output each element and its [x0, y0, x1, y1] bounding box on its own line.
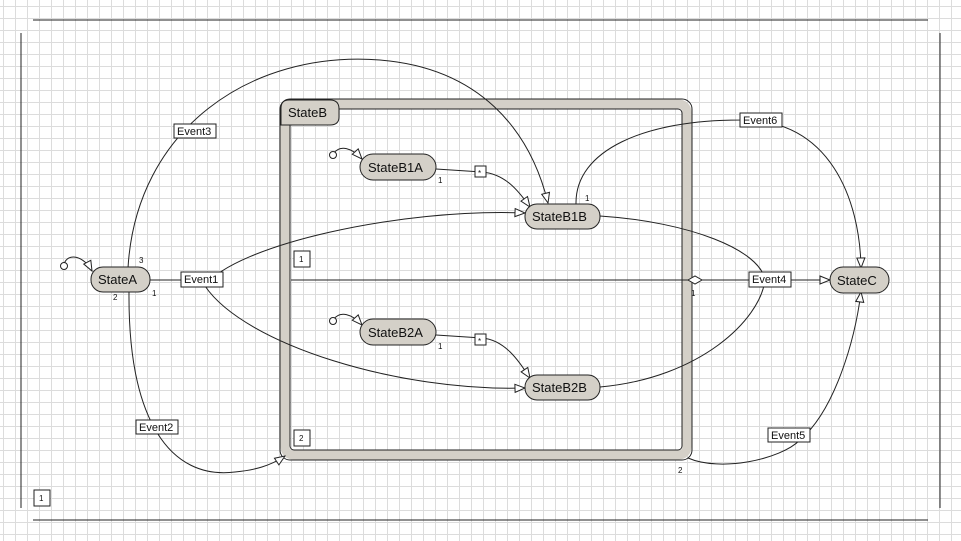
initial-pseudostate-b2a — [329, 317, 337, 325]
state-b2b-label: StateB2B — [532, 380, 587, 395]
state-b-title-tab — [280, 99, 340, 126]
event3-label[interactable]: Event3 — [173, 123, 217, 139]
svg-text:Event2: Event2 — [139, 422, 173, 434]
multiplicity-b2a-out: 1 — [438, 342, 443, 351]
transitions — [63, 58, 861, 474]
transition-event2-stateb — [128, 291, 285, 474]
initial-pseudostate-a — [60, 262, 68, 270]
state-b2a-label: StateB2A — [368, 325, 423, 340]
state-c-label: StateC — [837, 273, 877, 288]
svg-text:*: * — [478, 169, 481, 178]
state-b-label: StateB — [288, 105, 327, 120]
multiplicity-b1a-out: 1 — [438, 176, 443, 185]
transition-b1b-event4 — [599, 215, 766, 281]
initial-transition-b2a — [332, 313, 362, 325]
multiplicity-a-bottom: 2 — [113, 293, 118, 302]
state-b1a[interactable]: StateB1A — [359, 153, 437, 181]
event4-label[interactable]: Event4 — [748, 271, 792, 288]
multiplicity-b1b-top: 1 — [585, 194, 590, 203]
initial-pseudostate-b1a — [329, 151, 337, 159]
multiplicity-b-right: 1 — [691, 289, 696, 298]
state-b1b[interactable]: StateB1B — [524, 203, 601, 230]
state-a-label: StateA — [98, 272, 137, 287]
state-b2b[interactable]: StateB2B — [524, 374, 601, 401]
aggregation-diamond — [686, 275, 704, 285]
multiplicity-a-top: 3 — [139, 256, 144, 265]
transition-event6-c — [575, 119, 861, 268]
svg-text:Event4: Event4 — [752, 274, 786, 286]
transition-event1-b2b — [204, 285, 525, 388]
state-c[interactable]: StateC — [829, 266, 890, 294]
multiplicity-a-right: 1 — [152, 289, 157, 298]
region-label-1: 1 — [293, 250, 311, 268]
page-number-box: 1 — [33, 489, 51, 507]
event2-label[interactable]: Event2 — [135, 419, 179, 435]
state-a[interactable]: StateA — [90, 266, 151, 293]
event6-label[interactable]: Event6 — [739, 112, 783, 128]
svg-text:*: * — [478, 337, 481, 346]
svg-text:Event6: Event6 — [743, 115, 777, 127]
region-label-2: 2 — [293, 429, 311, 447]
svg-text:Event1: Event1 — [184, 274, 218, 286]
transition-event3-b1b — [127, 58, 548, 269]
page-frame — [20, 19, 941, 521]
svg-text:Event5: Event5 — [771, 430, 805, 442]
transition-event1-b1b — [204, 213, 525, 287]
event1-label[interactable]: Event1 — [180, 271, 224, 288]
state-b1b-label: StateB1B — [532, 209, 587, 224]
state-b2a[interactable]: StateB2A — [359, 318, 437, 346]
choice-box-upper[interactable]: * — [474, 165, 487, 178]
svg-text:1: 1 — [299, 255, 304, 264]
transition-b2b-event4 — [599, 279, 766, 388]
svg-text:2: 2 — [299, 434, 304, 443]
initial-transition-b1a — [332, 147, 362, 159]
choice-box-lower[interactable]: * — [474, 333, 487, 346]
svg-text:1: 1 — [39, 494, 44, 503]
initial-transition-a — [63, 256, 92, 271]
multiplicity-b-bottom: 2 — [678, 466, 683, 475]
svg-text:Event3: Event3 — [177, 126, 211, 138]
event5-label[interactable]: Event5 — [767, 427, 811, 443]
state-b1a-label: StateB1A — [368, 160, 423, 175]
